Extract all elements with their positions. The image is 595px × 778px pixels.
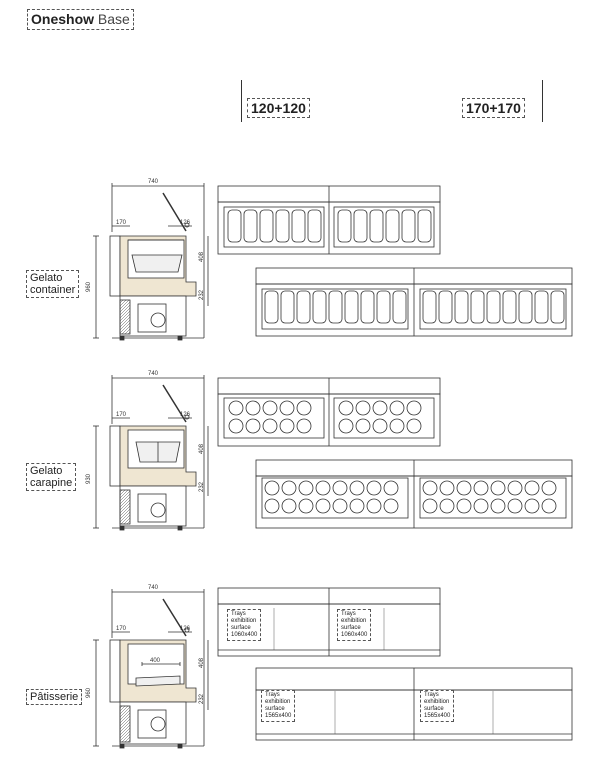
dim-low: 232 <box>199 693 205 704</box>
dim-low: 232 <box>199 289 205 300</box>
tray-note: Trays exhibition surface 1565x400 <box>420 690 455 722</box>
dim-left: 170 <box>116 626 127 632</box>
row-label-line: container <box>30 284 76 296</box>
front-elevation-120-patisserie <box>217 587 441 657</box>
tray-note-line: 1565x400 <box>265 713 292 719</box>
dim-top: 126 <box>180 412 191 418</box>
front-elevation-170-gelato-container <box>255 267 573 337</box>
tray-note-line: exhibition <box>424 699 450 705</box>
tray-note-line: 1565x400 <box>424 713 451 719</box>
row-label-line: Pâtisserie <box>30 691 79 703</box>
row-label-patisserie: Pâtisserie <box>26 689 83 705</box>
model-label-170: 170+170 <box>462 98 525 118</box>
tray-note: Trays exhibition surface 1565x400 <box>261 690 296 722</box>
model-label-text: 120+120 <box>251 100 306 116</box>
tray-note-line: surface <box>424 706 444 712</box>
front-elevation-120-gelato-container <box>217 185 441 255</box>
row-label-gelato-carapine: Gelato carapine <box>26 463 77 491</box>
dim-width: 740 <box>148 371 159 377</box>
dim-width: 740 <box>148 585 159 591</box>
dim-low: 232 <box>199 481 205 492</box>
dim-mid: 408 <box>199 443 205 454</box>
dim-left: 170 <box>116 412 127 418</box>
tray-note-line: Trays <box>265 692 280 698</box>
dim-height: 930 <box>86 473 92 484</box>
tray-note-line: Trays <box>231 611 246 617</box>
side-section-gelato-container: 740 170 126 960 408 232 <box>86 179 209 341</box>
divider-line <box>241 80 242 122</box>
dim-inner: 400 <box>150 658 161 664</box>
dim-top: 126 <box>180 220 191 226</box>
front-elevation-170-gelato-carapine <box>255 459 573 529</box>
front-elevation-120-gelato-carapine <box>217 377 441 447</box>
tray-note-line: 1060x400 <box>231 632 258 638</box>
row-label-line: Gelato <box>30 272 63 284</box>
tray-note-line: exhibition <box>265 699 291 705</box>
dim-mid: 408 <box>199 657 205 668</box>
brand-title-light: Base <box>97 11 130 27</box>
model-label-text: 170+170 <box>466 100 521 116</box>
brand-title: Oneshow Base <box>27 9 134 30</box>
tray-note: Trays exhibition surface 1060x400 <box>337 609 372 641</box>
dim-mid: 408 <box>199 251 205 262</box>
brand-title-bold: Oneshow <box>31 11 95 27</box>
tray-note-line: Trays <box>341 611 356 617</box>
dim-width: 740 <box>148 179 159 185</box>
tray-note-line: Trays <box>424 692 439 698</box>
dim-height: 960 <box>86 687 92 698</box>
tray-note-line: exhibition <box>341 618 367 624</box>
tray-note-line: surface <box>231 625 251 631</box>
divider-line <box>542 80 543 122</box>
tray-note-line: exhibition <box>231 618 257 624</box>
tray-note-line: 1060x400 <box>341 632 368 638</box>
front-elevation-170-patisserie <box>255 667 573 741</box>
model-label-120: 120+120 <box>247 98 310 118</box>
side-section-patisserie: 740 170 126 960 408 232 400 <box>86 585 209 749</box>
tray-note-line: surface <box>265 706 285 712</box>
side-section-gelato-carapine: 740 170 126 930 408 232 <box>86 371 209 531</box>
dim-height: 960 <box>86 281 92 292</box>
row-label-line: carapine <box>30 477 73 489</box>
row-label-gelato-container: Gelato container <box>26 270 80 298</box>
tray-note-line: surface <box>341 625 361 631</box>
dim-left: 170 <box>116 220 127 226</box>
tray-note: Trays exhibition surface 1060x400 <box>227 609 262 641</box>
row-label-line: Gelato <box>30 465 63 477</box>
